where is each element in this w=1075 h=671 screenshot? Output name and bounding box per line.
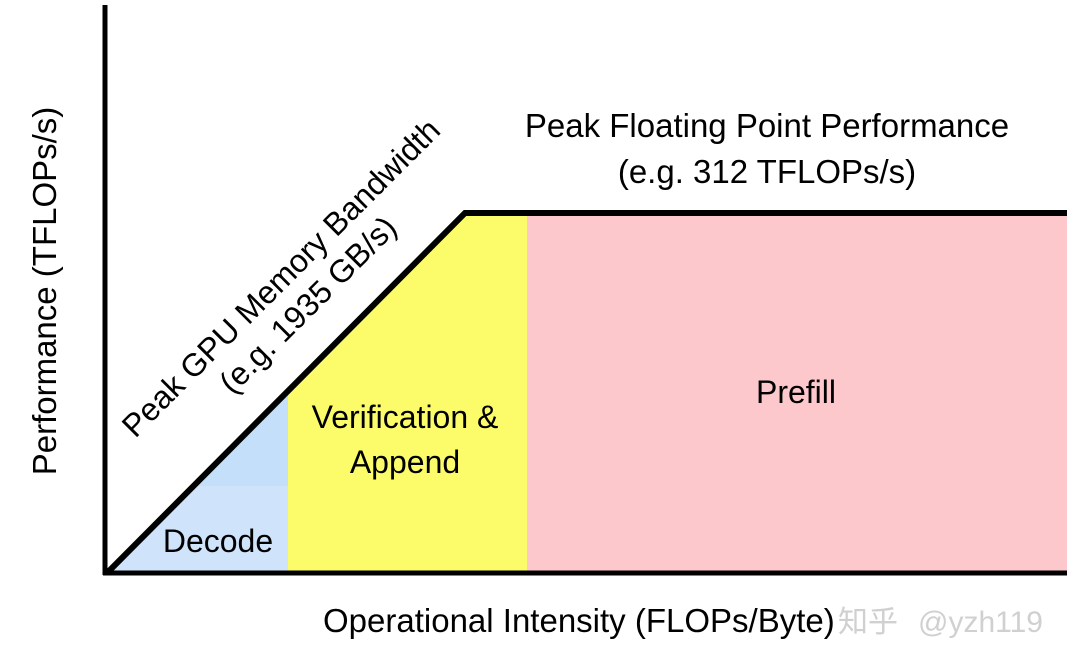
x-axis-label: Operational Intensity (FLOPs/Byte) [323,602,835,639]
watermark-site: 知乎 [838,606,898,639]
compute-roof-value: (e.g. 312 TFLOPs/s) [618,153,916,190]
y-axis-label: Performance (TFLOPs/s) [26,107,63,476]
roofline [104,210,1067,576]
prefill-label: Prefill [756,374,836,410]
append-label: Append [350,444,460,480]
prefill-region [527,213,1067,573]
watermark-handle: @yzh119 [918,606,1043,639]
compute-roof-label: Peak Floating Point Performance [525,107,1009,144]
verification-region [288,213,527,573]
verification-label: Verification & [312,399,499,435]
decode-label: Decode [163,523,273,559]
